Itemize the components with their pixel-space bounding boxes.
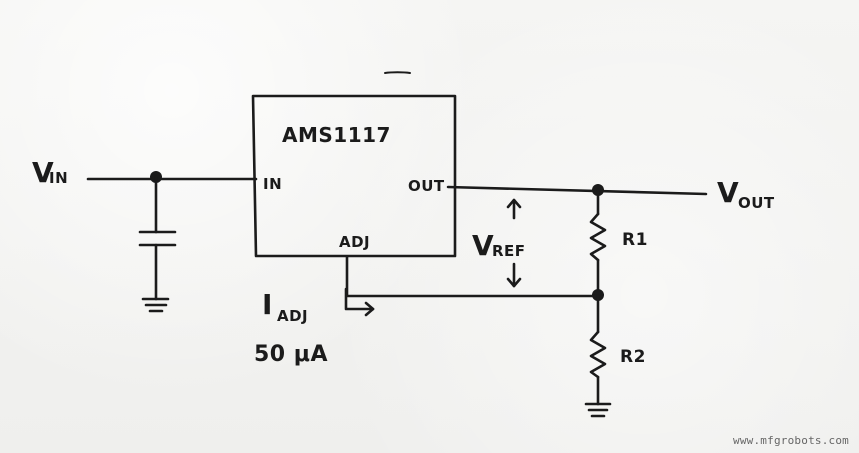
ams1117-box	[251, 94, 457, 258]
vin-sub-label: IN	[49, 169, 68, 187]
pin-out-label: OUT	[408, 177, 445, 195]
output-wire	[446, 185, 708, 196]
r1-resistor	[589, 212, 607, 262]
ic-name-label: AMS1117	[282, 123, 391, 147]
vref-main-label: V	[472, 229, 494, 262]
watermark-text: www.mfgrobots.com	[733, 434, 849, 447]
iadj-sub-label: ADJ	[277, 307, 308, 325]
r2-resistor	[589, 330, 607, 379]
pin-adj-label: ADJ	[339, 233, 370, 251]
iadj-arrow-head	[364, 301, 375, 317]
adj-feedback-wire	[345, 255, 600, 298]
iadj-main-label: I	[262, 288, 273, 321]
top-stray-mark	[384, 71, 411, 74]
vref-upper-arrow-head	[506, 198, 522, 209]
vref-sub-label: REF	[492, 242, 526, 260]
vin-main-label: V	[32, 156, 54, 189]
vout-main-label: V	[717, 176, 739, 209]
vout-sub-label: OUT	[738, 194, 775, 212]
r1-label: R1	[622, 230, 648, 250]
iadj-value-label: 50 μA	[254, 342, 328, 367]
vref-lower-arrow-head	[506, 277, 522, 288]
pin-in-label: IN	[263, 175, 282, 193]
r2-label: R2	[620, 347, 646, 367]
iadj-arrow-stem	[344, 287, 375, 311]
